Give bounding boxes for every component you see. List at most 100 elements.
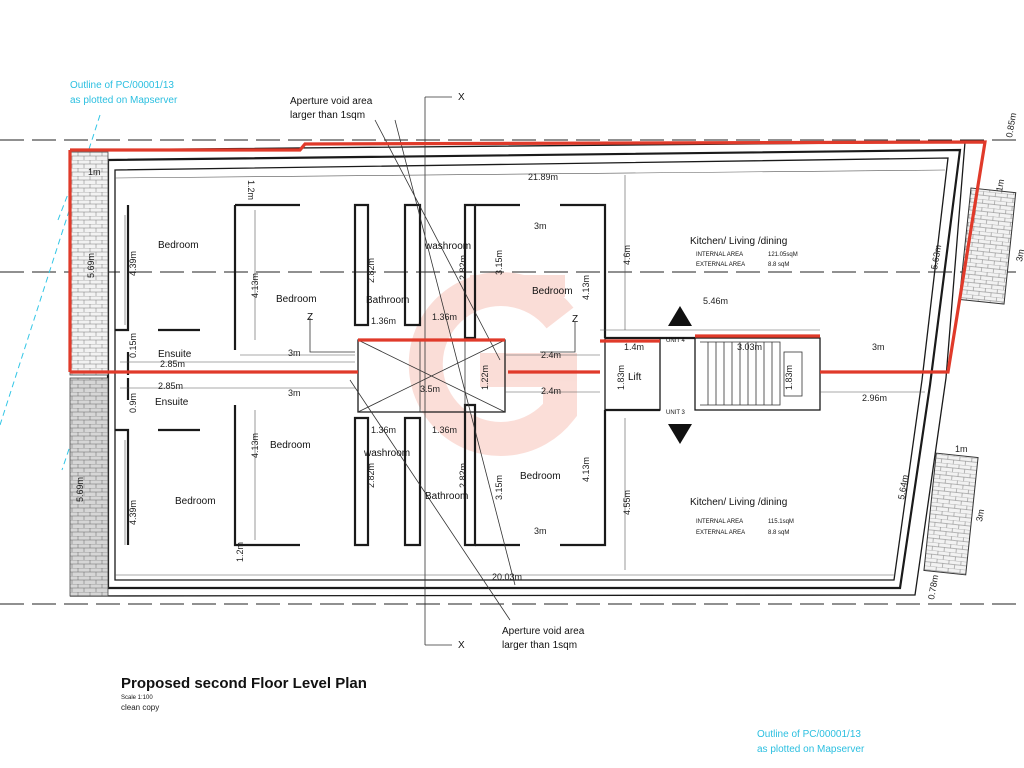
unit-label-3: UNIT 3 xyxy=(666,410,686,416)
drawing-copy-note: clean copy xyxy=(121,703,159,712)
dim-1-2-bottom: 1.2m xyxy=(235,542,245,562)
aperture-note-bottom-line1: Aperture void area xyxy=(502,626,585,637)
dim-3-5: 3.5m xyxy=(420,384,440,394)
dim-4-39-upper: 4.39m xyxy=(128,251,138,276)
dim-1-2-top: 1.2m xyxy=(246,180,256,200)
dim-0-78: 0.78m xyxy=(926,574,940,600)
north-arrow-down-icon xyxy=(668,424,692,444)
unit3-external-label: EXTERNAL AREA xyxy=(696,530,745,536)
room-label-washroom-1: washroom xyxy=(424,241,471,252)
watermark-logo xyxy=(408,272,577,456)
outline-note-top-line2: as plotted on Mapserver xyxy=(70,95,178,106)
dim-1-36-a: 1.36m xyxy=(371,316,396,326)
section-marker-z-right: Z xyxy=(572,314,578,325)
dim-1m-balcony: 1m xyxy=(955,444,968,454)
dim-1m-top-right: 1m xyxy=(994,178,1006,192)
outline-note-top-line1: Outline of PC/00001/13 xyxy=(70,80,174,91)
unit4-external-value: 8.8 sqM xyxy=(768,262,789,268)
dim-2-82-c: 2.82m xyxy=(366,463,376,488)
party-wall-lower xyxy=(69,377,109,597)
dim-2-85-lower: 2.85m xyxy=(158,381,183,391)
dim-4-6: 4.6m xyxy=(622,245,632,265)
room-label-ensuite-1: Ensuite xyxy=(158,349,192,360)
dim-4-39-lower: 4.39m xyxy=(128,500,138,525)
room-label-lift: Lift xyxy=(628,372,642,383)
section-marker-z-left: Z xyxy=(307,312,313,323)
unit4-internal-value: 121.05sqM xyxy=(768,252,798,258)
aperture-note-bottom-line2: larger than 1sqm xyxy=(502,640,577,651)
dim-2-4-lower: 2.4m xyxy=(541,386,561,396)
dim-0-85: 0.85m xyxy=(1004,112,1018,138)
unit-label-4: UNIT 4 xyxy=(666,338,686,344)
dim-4-13-a: 4.13m xyxy=(250,273,260,298)
internal-walls xyxy=(115,203,695,547)
dim-2-82-a: 2.82m xyxy=(366,258,376,283)
room-label-bedroom-4: Bedroom xyxy=(270,440,311,451)
room-label-bathroom-2: Bathroom xyxy=(425,491,468,502)
unit3-internal-value: 115.1sqM xyxy=(768,519,794,525)
dim-2-4-upper: 2.4m xyxy=(541,350,561,360)
balcony-lower xyxy=(923,452,979,576)
room-label-bedroom-5: Bedroom xyxy=(175,496,216,507)
dim-3-15-upper: 3.15m xyxy=(494,250,504,275)
dim-5-46: 5.46m xyxy=(703,296,728,306)
dim-1-36-b: 1.36m xyxy=(432,312,457,322)
dim-2-82-b: 2.82m xyxy=(458,255,468,280)
dim-2-85-upper: 2.85m xyxy=(160,359,185,369)
dim-1-22: 1.22m xyxy=(480,365,490,390)
lift-and-stair xyxy=(604,306,821,444)
section-marker-x-bottom: X xyxy=(458,640,465,651)
unit3-external-value: 8.8 sqM xyxy=(768,530,789,536)
dim-2-96: 2.96m xyxy=(862,393,887,403)
dim-3m-top-right: 3m xyxy=(534,221,547,231)
north-arrow-up-icon xyxy=(668,306,692,326)
room-label-washroom-2: washroom xyxy=(363,448,410,459)
dim-21-89: 21.89m xyxy=(528,172,558,182)
drawing-title: Proposed second Floor Level Plan xyxy=(121,675,367,692)
dim-5-69-upper: 5.69m xyxy=(86,253,96,278)
unit3-internal-label: INTERNAL AREA xyxy=(696,519,743,525)
unit4-internal-label: INTERNAL AREA xyxy=(696,252,743,258)
room-label-kitchen-unit4: Kitchen/ Living /dining xyxy=(690,236,787,247)
room-label-bedroom-1: Bedroom xyxy=(158,240,199,251)
dim-2-82-d: 2.82m xyxy=(458,463,468,488)
site-boundary-dashed xyxy=(0,139,1024,605)
dim-3-03: 3.03m xyxy=(737,342,762,352)
dim-3m-bed-lower: 3m xyxy=(288,388,301,398)
dim-3m-balcony-upper: 3m xyxy=(1014,248,1024,262)
room-label-bedroom-6: Bedroom xyxy=(520,471,561,482)
dim-4-13-c: 4.13m xyxy=(581,275,591,300)
room-label-ensuite-2: Ensuite xyxy=(155,397,189,408)
dim-5-63: 5.63m xyxy=(929,244,943,270)
dim-0-9: 0.9m xyxy=(128,393,138,413)
dim-1-36-d: 1.36m xyxy=(432,425,457,435)
dim-3m-bottom-right: 3m xyxy=(534,526,547,536)
dim-5-64: 5.64m xyxy=(896,474,910,500)
site-outline-red xyxy=(68,140,987,374)
dim-20-03: 20.03m xyxy=(492,572,522,582)
dimension-lines xyxy=(114,169,946,576)
dim-3m-balcony-lower: 3m xyxy=(974,508,986,522)
dim-4-55: 4.55m xyxy=(622,490,632,515)
section-lines xyxy=(309,96,576,646)
dim-3m-stair: 3m xyxy=(872,342,885,352)
dim-1m-corner: 1m xyxy=(88,167,101,177)
room-label-bathroom-1: Bathroom xyxy=(366,295,409,306)
dim-0-15: 0.15m xyxy=(128,333,138,358)
outline-note-bottom-line1: Outline of PC/00001/13 xyxy=(757,729,861,740)
dim-1-4: 1.4m xyxy=(624,342,644,352)
aperture-note-top-line1: Aperture void area xyxy=(290,96,373,107)
unit4-external-label: EXTERNAL AREA xyxy=(696,262,745,268)
dim-1-36-c: 1.36m xyxy=(371,425,396,435)
room-label-kitchen-unit3: Kitchen/ Living /dining xyxy=(690,497,787,508)
room-label-bedroom-2: Bedroom xyxy=(276,294,317,305)
section-marker-x-top: X xyxy=(458,92,465,103)
dim-4-13-d: 4.13m xyxy=(581,457,591,482)
aperture-note-top-line2: larger than 1sqm xyxy=(290,110,365,121)
dim-1-83-lift: 1.83m xyxy=(616,365,626,390)
dim-3-15-lower: 3.15m xyxy=(494,475,504,500)
dim-3m-bed-upper: 3m xyxy=(288,348,301,358)
dim-1-83-stair: 1.83m xyxy=(784,365,794,390)
outline-note-bottom-line2: as plotted on Mapserver xyxy=(757,744,865,755)
